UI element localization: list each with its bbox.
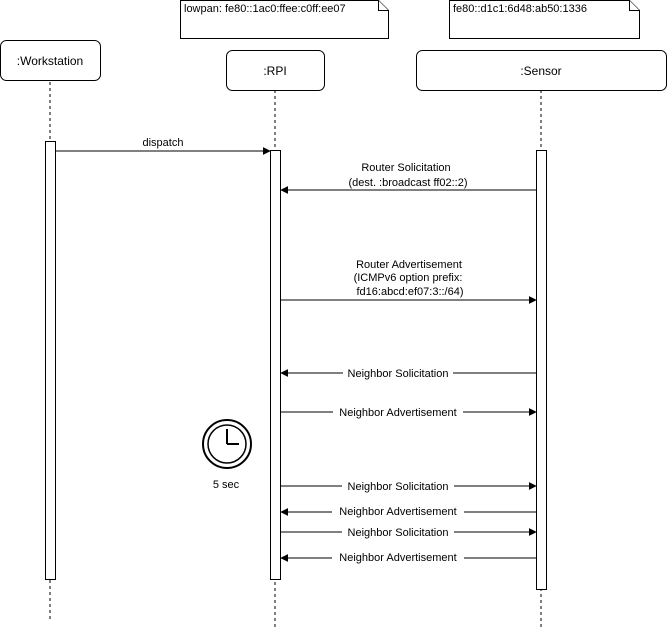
message-label: Neighbor Solicitation [348,481,449,493]
message-neighbor-solicitation-3: Neighbor Solicitation [281,525,537,539]
message-router-solicitation: Router Solicitation (dest. :broadcast ff… [280,162,536,194]
message-label: fd16:abcd:ef07:3::/64) [356,286,463,298]
activation-rpi [270,150,281,580]
participant-rpi: :RPI [226,50,325,91]
message-neighbor-advertisement-2: Neighbor Advertisement [280,504,536,518]
note-sensor-text: fe80::d1c1:6d48:ab50:1336 [453,3,587,15]
participant-sensor: :Sensor [416,50,667,91]
message-label: dispatch [143,137,184,149]
message-neighbor-advertisement-1: Neighbor Advertisement [281,405,537,419]
message-label: Neighbor Advertisement [339,552,456,564]
message-neighbor-solicitation-1: Neighbor Solicitation [280,366,536,380]
message-router-advertisement: Router Advertisement (ICMPv6 option pref… [281,259,537,304]
message-label: (ICMPv6 option prefix: [354,272,463,284]
participant-sensor-label: :Sensor [520,64,561,78]
timer-label: 5 sec [213,479,240,491]
message-dispatch: dispatch [55,137,271,155]
message-label: Neighbor Advertisement [339,407,456,419]
note-rpi-address: lowpan: fe80::1ac0:ffee:c0ff:ee07 [180,0,389,39]
note-rpi-text: lowpan: fe80::1ac0:ffee:c0ff:ee07 [184,3,346,15]
message-label: Neighbor Solicitation [348,368,449,380]
participant-workstation: :Workstation [0,40,101,81]
message-label: Neighbor Advertisement [339,506,456,518]
message-neighbor-solicitation-2: Neighbor Solicitation [281,479,537,493]
participant-workstation-label: :Workstation [17,54,83,68]
clock-icon [202,419,252,469]
message-label: Neighbor Solicitation [348,527,449,539]
activation-sensor [536,150,547,590]
participant-rpi-label: :RPI [263,64,286,78]
message-label: (dest. :broadcast ff02::2) [348,177,467,189]
message-label: Router Advertisement [356,259,462,271]
message-label: Router Solicitation [361,162,450,174]
message-neighbor-advertisement-3: Neighbor Advertisement [280,550,536,564]
note-sensor-address: fe80::d1c1:6d48:ab50:1336 [449,0,640,39]
activation-workstation [45,141,56,580]
